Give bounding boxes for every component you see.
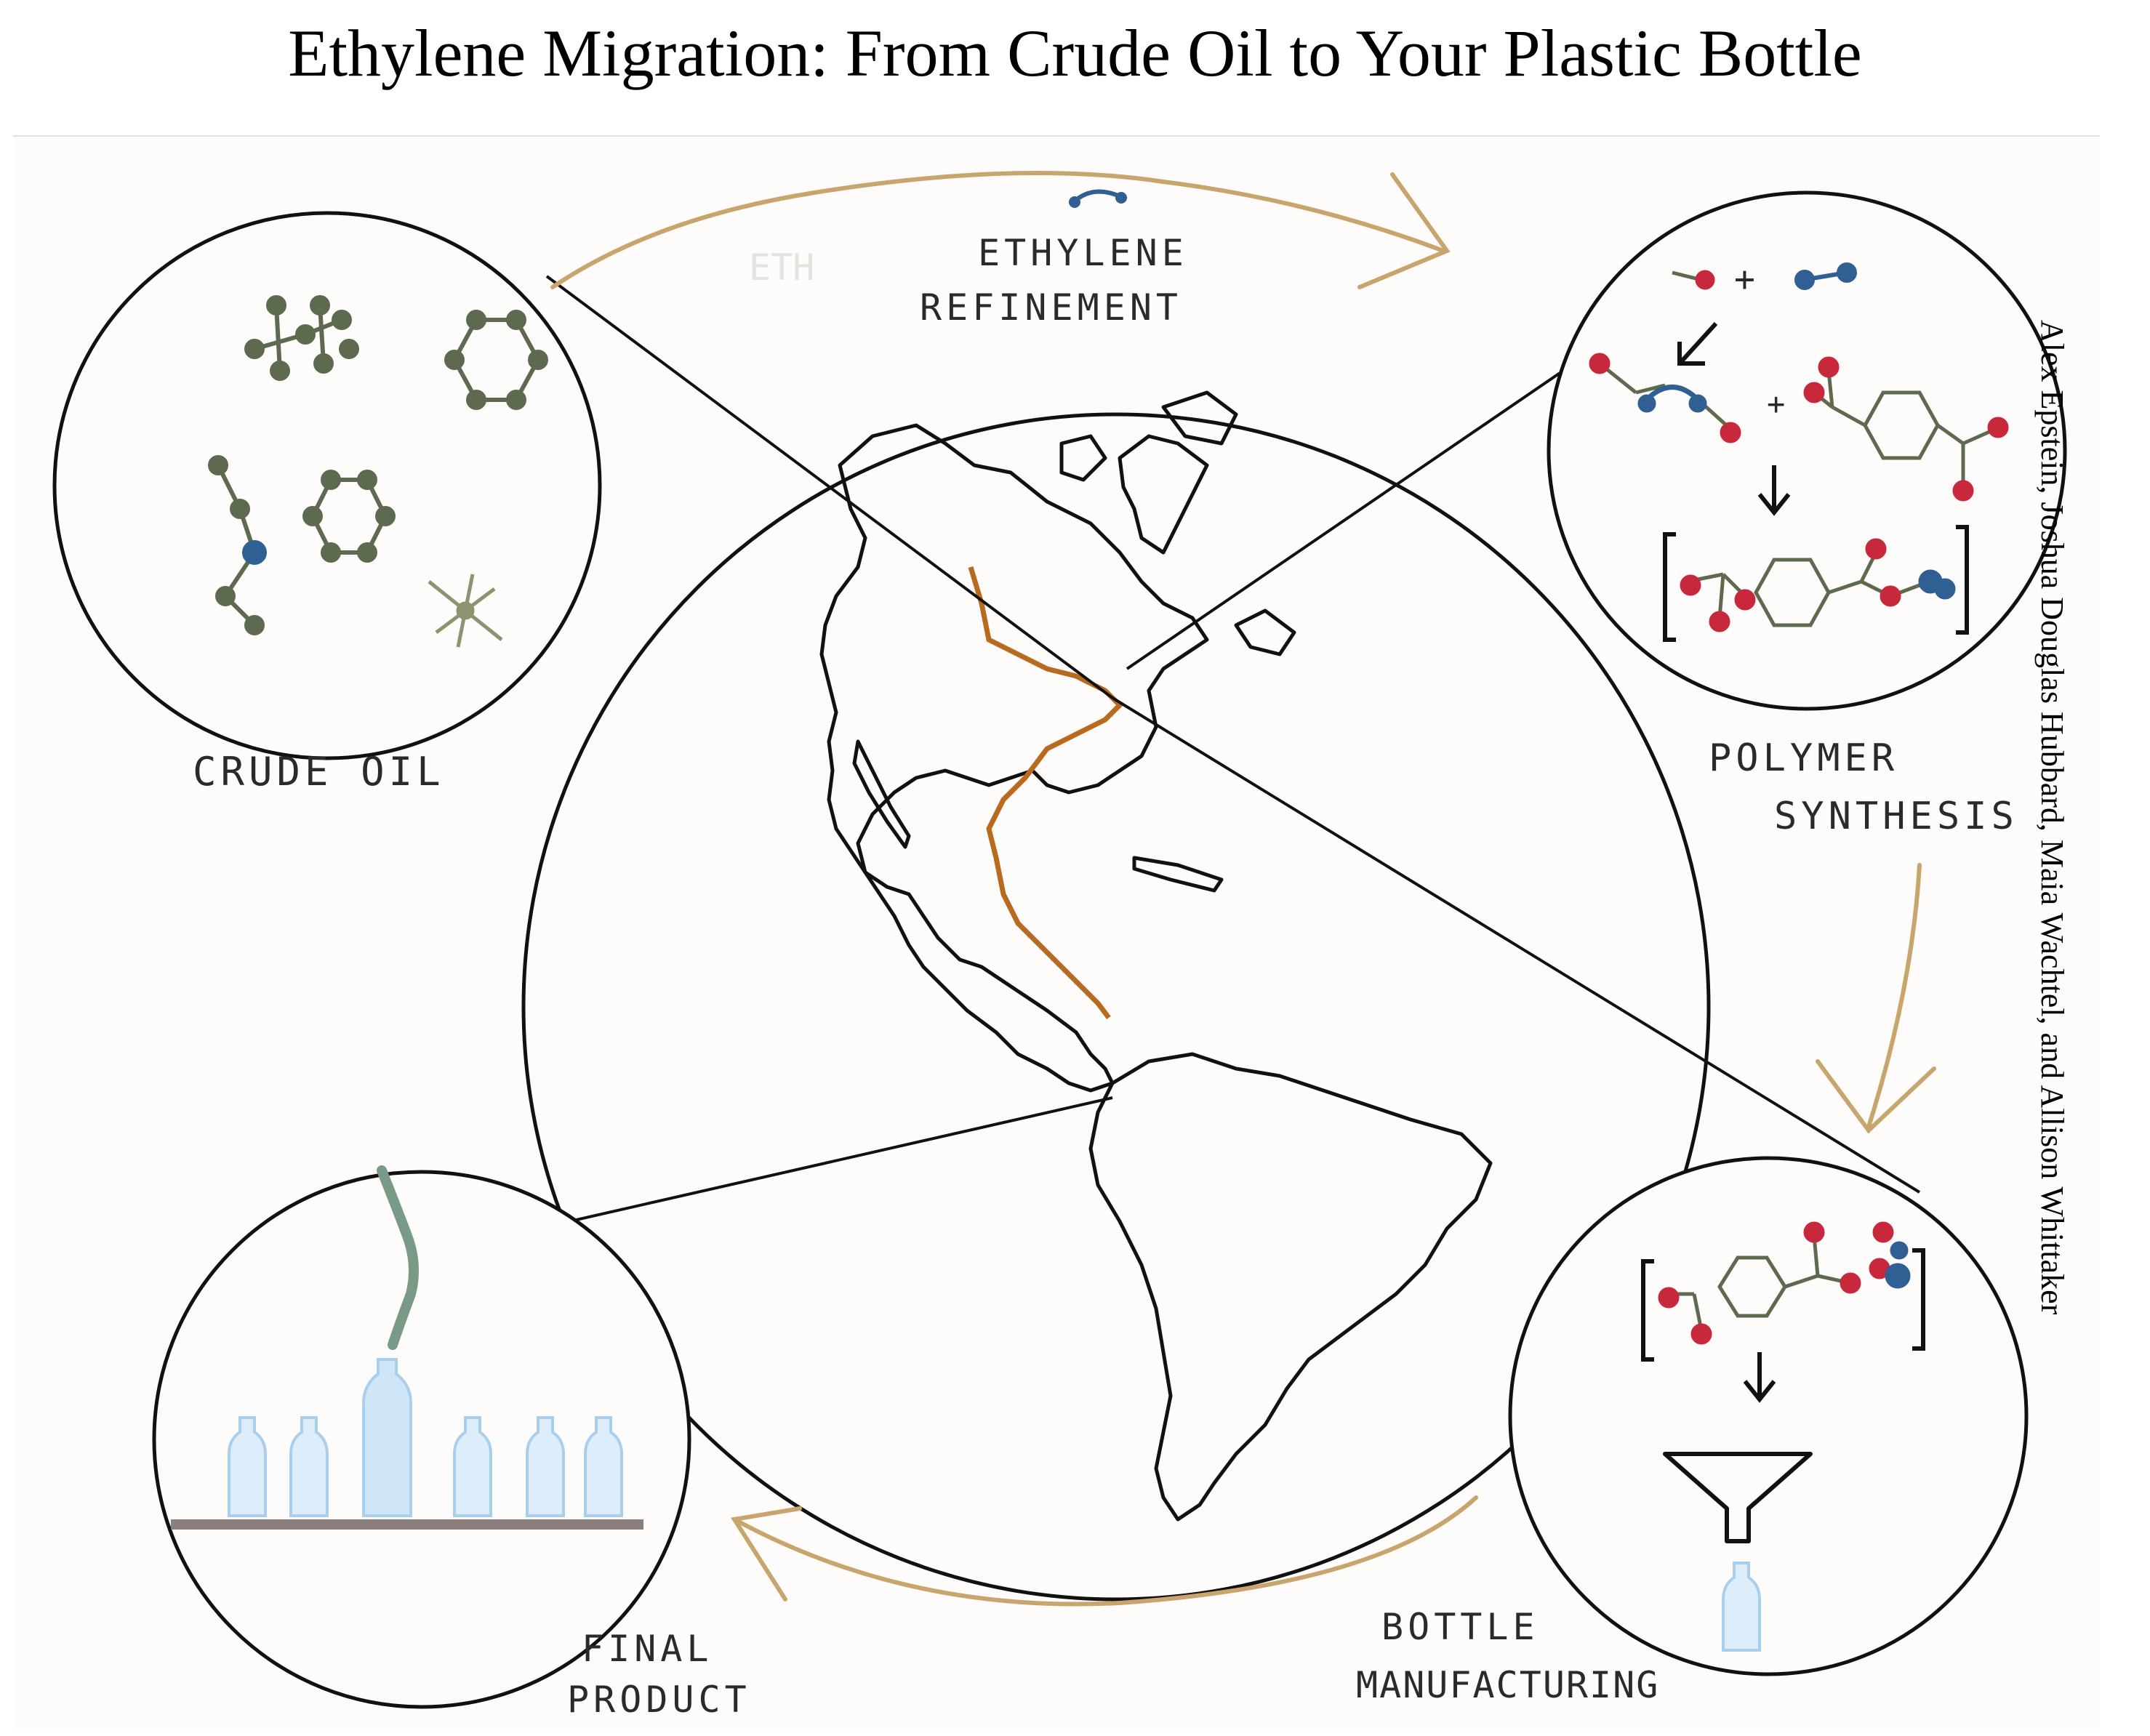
reaction-arrow-1 (1677, 321, 1718, 366)
ethylene-molecule-icon (1069, 189, 1127, 208)
label-final: FINAL (582, 1628, 713, 1670)
funnel-icon (1663, 1452, 1813, 1543)
process-arrow-down (1743, 1352, 1776, 1403)
label-polymer: POLYMER (1709, 736, 1898, 780)
globe (521, 412, 1711, 1602)
label-ethylene: ETHYLENE (978, 232, 1188, 274)
molecule-ring-middle (302, 470, 396, 563)
label-synthesis: SYNTHESIS (1774, 795, 2018, 838)
molecule-ring-top (444, 310, 548, 410)
process-arrows (550, 171, 1936, 1607)
crude-oil-circle (52, 211, 602, 760)
pouring-stream (377, 1165, 419, 1350)
diagram-title: Ethylene Migration: From Crude Oil to Yo… (288, 16, 1862, 90)
arrow-polymer-to-bottle (1866, 863, 1922, 1129)
molecule-cross (428, 574, 503, 648)
intermediate-molecule (1589, 353, 1741, 443)
plus-sign-2: + (1767, 386, 1785, 422)
author-credits: Alex Epstein, Joshua Douglas Hubbard, Ma… (2034, 320, 2070, 1315)
arrowhead-right (1816, 1059, 1936, 1134)
label-manufacturing: MANUFACTURING (1356, 1664, 1659, 1706)
molecule-chain (208, 455, 267, 635)
label-crude-oil: CRUDE OIL (193, 749, 445, 795)
reactant-small (1672, 270, 1715, 290)
south-america-outline (1088, 1052, 1493, 1522)
arrow-crude-to-polymer (550, 171, 1445, 289)
arrow-bottle-to-final (732, 1495, 1478, 1607)
bottle-icon (1722, 1562, 1761, 1652)
shelf (171, 1519, 643, 1530)
polymer-product (1663, 525, 1969, 642)
polymer-repeat-unit (1641, 1221, 1925, 1362)
bottle-manufacturing-circle (1508, 1156, 2029, 1676)
polymer-synthesis-circle: + + (1547, 190, 2067, 711)
plus-sign: + (1734, 259, 1755, 300)
arrowhead-top (1357, 172, 1451, 289)
molecule-branched (244, 295, 359, 381)
migration-route (968, 566, 1123, 1020)
bottles-row (228, 1358, 623, 1517)
label-bottle: BOTTLE (1381, 1606, 1539, 1648)
label-refinement: REFINEMENT (920, 286, 1182, 329)
reaction-arrow-2 (1757, 465, 1791, 516)
americas-outline (819, 390, 1296, 1093)
ghost-text: ETH (749, 246, 814, 289)
terephthalic-molecule (1803, 356, 2009, 502)
label-product: PRODUCT (567, 1679, 751, 1721)
final-product-circle (152, 1165, 691, 1709)
arrowhead-bottom (731, 1506, 802, 1602)
reactant-blue (1794, 262, 1857, 290)
